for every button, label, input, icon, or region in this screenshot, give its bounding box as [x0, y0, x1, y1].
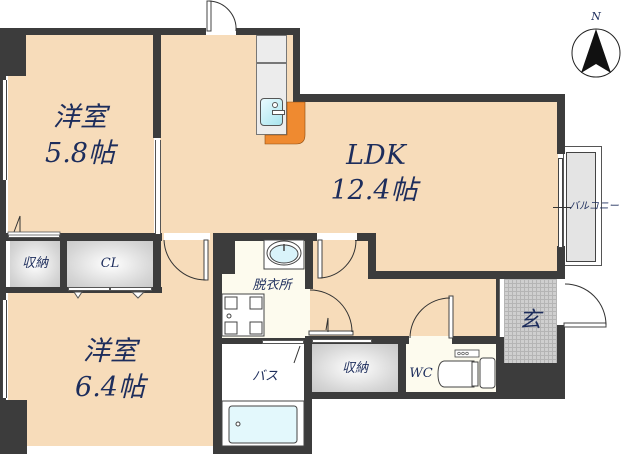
kitchen-counter-top [256, 35, 287, 63]
room2-size: 6.4帖 [75, 372, 145, 403]
wall-top-right [293, 94, 565, 102]
ldk-size: 12.4帖 [330, 175, 418, 206]
storage-1[interactable] [10, 240, 60, 288]
wall-ldk-top-stub [355, 233, 375, 241]
entrance-tile-floor [504, 279, 558, 363]
window-west-room1[interactable] [2, 80, 7, 180]
storage-2[interactable] [312, 344, 398, 392]
wall-bath-bottom [213, 446, 312, 454]
window-west-room2[interactable] [2, 300, 7, 398]
bath-label: バス [251, 369, 278, 384]
storage-2-label: 収納 [341, 361, 368, 376]
balcony-label: バルコニー [569, 201, 619, 212]
room1-size: 5.8帖 [45, 138, 115, 169]
closet-door-1[interactable] [68, 287, 110, 291]
wall-wc-top-right [452, 336, 504, 344]
wall-storage-divider [60, 233, 67, 293]
wall-storage-top [0, 233, 162, 241]
ldk-name: LDK [346, 140, 406, 171]
storage-1-label: 収納 [21, 256, 48, 271]
faucet-dot [272, 102, 278, 108]
bath-door[interactable] [262, 340, 304, 344]
wall-west [0, 76, 6, 454]
balcony-leader-line [553, 207, 571, 208]
wall-top-left [0, 28, 206, 35]
wall-east-ldk [557, 94, 565, 154]
wall-ldk-hall [368, 233, 376, 279]
entrance-label: 玄 [518, 308, 541, 333]
storage-2-door[interactable] [312, 339, 372, 343]
compass-icon [571, 28, 621, 78]
dressing-room-label: 脱衣所 [252, 278, 292, 293]
wc-door-opening [409, 336, 452, 344]
balcony-floor [566, 152, 596, 262]
pillar-bottom-left [0, 400, 27, 454]
wall-kitchen-step [293, 28, 300, 100]
closet-door-2[interactable] [110, 287, 152, 291]
room1-name: 洋室 [53, 102, 107, 133]
entry-door-opening-top [206, 28, 236, 35]
room2-door-opening [164, 233, 210, 240]
western-room-2-floor [8, 290, 214, 446]
entrance-door-opening [557, 279, 565, 325]
wall-closet-right [153, 233, 161, 293]
closet-label: CL [100, 256, 120, 271]
wall-wc-east [496, 279, 504, 399]
wall-dressing-east [305, 233, 313, 289]
pillar-entrance [496, 363, 565, 399]
wall-ldk-bottom [368, 271, 565, 279]
wall-wc-bottom [305, 392, 565, 399]
entrance-step [499, 279, 504, 337]
wall-storage2-wc [398, 336, 406, 396]
toilet-label: WC [409, 366, 433, 381]
ldk-door-opening [317, 233, 357, 240]
compass-north-label: N [591, 10, 601, 23]
wall-top-mid [236, 28, 300, 35]
pillar-top-left [0, 28, 26, 76]
sliding-door-room1-ldk[interactable] [155, 140, 161, 234]
faucet-icon [272, 110, 285, 115]
western-room-1-floor [8, 34, 154, 234]
room2-name: 洋室 [83, 336, 137, 367]
wall-dressing-west-thick [213, 240, 235, 274]
wall-east-entrance [557, 325, 565, 397]
wall-east-ldk-lower [557, 246, 565, 279]
hallway-floor-3 [310, 274, 498, 336]
wall-dressing-top [213, 233, 317, 241]
balcony-window[interactable] [558, 158, 563, 248]
closet[interactable] [66, 240, 154, 288]
wall-room1-ldk [153, 28, 161, 138]
